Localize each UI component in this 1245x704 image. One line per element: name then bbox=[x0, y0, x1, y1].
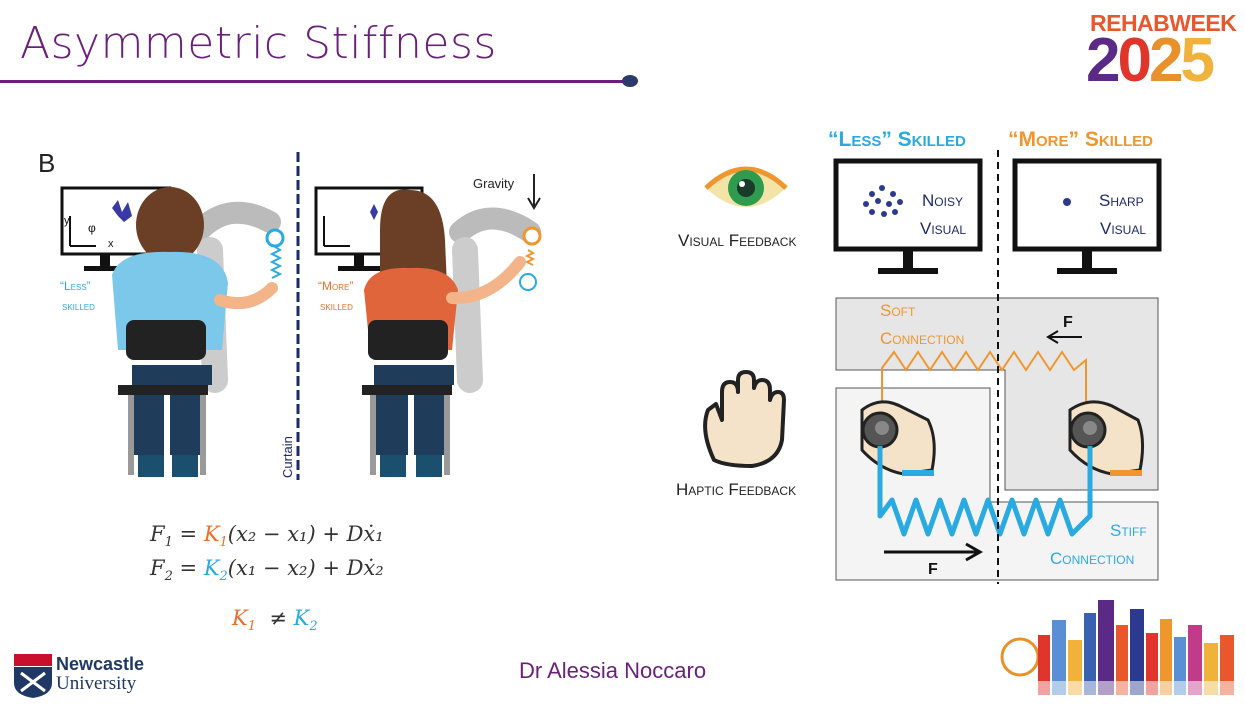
stiff-label: Stiff bbox=[1110, 521, 1147, 540]
ineq-left: K bbox=[232, 606, 248, 630]
hand-icon bbox=[703, 370, 786, 468]
gravity-arrow bbox=[527, 174, 541, 210]
stiff-connection-label: Connection bbox=[1050, 549, 1134, 568]
university-name-line1: Newcastle bbox=[56, 654, 145, 674]
less-label: “Less” bbox=[60, 279, 91, 293]
axis-x-label: x bbox=[108, 238, 114, 250]
eq1-lhs-sub: 1 bbox=[164, 535, 173, 551]
more-label: “More” bbox=[318, 279, 353, 293]
year-digit: 2 bbox=[1148, 26, 1184, 95]
eq1-k-sub: 1 bbox=[219, 535, 228, 551]
year-digit: 0 bbox=[1117, 26, 1152, 95]
inequality: K1 ≠ K2 bbox=[232, 606, 318, 634]
force-arrow-left bbox=[1046, 330, 1082, 344]
title-underline-dot bbox=[622, 75, 638, 87]
sharp-visual-monitor bbox=[1012, 158, 1162, 274]
noisy-visual-monitor bbox=[833, 158, 983, 274]
city-skyline-graphic bbox=[998, 600, 1242, 699]
rehabweek-logo-text: REHABWEEK bbox=[1090, 10, 1237, 36]
year-digit: 2 bbox=[1086, 26, 1121, 95]
equation-2: F2 = K2(x₁ − x₂) + Dẋ₂ bbox=[150, 556, 384, 585]
robot-arm-right bbox=[449, 207, 542, 393]
gravity-label: Gravity bbox=[473, 176, 515, 191]
noisy-visual-label: Visual bbox=[920, 219, 966, 238]
curtain-label: Curtain bbox=[280, 436, 295, 478]
noisy-label: Noisy bbox=[922, 191, 963, 210]
more-skilled-label: skilled bbox=[320, 301, 353, 313]
axis-y-label: y bbox=[64, 215, 70, 227]
ineq-left-sub: 1 bbox=[247, 619, 256, 635]
visual-feedback-label: Visual Feedback bbox=[678, 231, 796, 250]
soft-spring bbox=[881, 350, 1087, 420]
force-arrow-right bbox=[884, 542, 984, 562]
force-label-bottom: F bbox=[928, 561, 938, 578]
presenter-name: Dr Alessia Noccaro bbox=[519, 658, 707, 683]
university-name-line2: University bbox=[56, 673, 137, 694]
year-digit: 5 bbox=[1180, 26, 1215, 95]
soft-connection-label: Connection bbox=[880, 329, 964, 348]
eq2-k: K bbox=[203, 556, 220, 580]
more-skilled-participant bbox=[362, 189, 526, 477]
haptic-feedback-label: Haptic Feedback bbox=[676, 480, 796, 499]
ineq-right-sub: 2 bbox=[309, 619, 318, 635]
more-skilled-header: “More” Skilled bbox=[1008, 128, 1153, 151]
less-skilled-header: “Less” Skilled bbox=[828, 128, 966, 151]
eq1-k: K bbox=[203, 522, 220, 546]
eq2-lhs-sub: 2 bbox=[164, 569, 173, 585]
eq2-rest: (x₁ − x₂) + Dẋ₂ bbox=[227, 556, 384, 580]
less-skilled-label: skilled bbox=[62, 301, 95, 313]
ineq-op: ≠ bbox=[269, 606, 287, 630]
experiment-setup-illustration: B y x φ “Less” skilled Curtain bbox=[38, 148, 542, 480]
newcastle-crest-icon bbox=[14, 654, 52, 698]
slide-title: Asymmetric Stiffness bbox=[20, 18, 497, 69]
eye-icon bbox=[704, 166, 788, 207]
sharp-visual-label: Visual bbox=[1100, 219, 1146, 238]
less-skilled-participant bbox=[112, 187, 278, 477]
sharp-label: Sharp bbox=[1099, 191, 1144, 210]
newcastle-university-logo: Newcastle University bbox=[56, 654, 145, 694]
stiff-spring bbox=[877, 446, 1093, 537]
title-underline bbox=[0, 80, 628, 83]
equation-1: F1 = K1(x₂ − x₁) + Dẋ₁ bbox=[150, 522, 384, 551]
rehabweek-logo-year: 2025 bbox=[1086, 30, 1215, 92]
eq2-k-sub: 2 bbox=[219, 569, 228, 585]
panel-label: B bbox=[38, 148, 55, 178]
force-label-top: F bbox=[1063, 314, 1073, 331]
eq1-lhs: F bbox=[150, 522, 165, 546]
soft-label: Soft bbox=[880, 301, 916, 320]
ineq-right: K bbox=[293, 606, 310, 630]
eq1-rest: (x₂ − x₁) + Dẋ₁ bbox=[227, 522, 384, 546]
eq2-lhs: F bbox=[150, 556, 165, 580]
feedback-diagram: “Less” Skilled “More” Skilled Visual Fee… bbox=[676, 128, 1162, 584]
axis-phi-label: φ bbox=[88, 221, 96, 235]
